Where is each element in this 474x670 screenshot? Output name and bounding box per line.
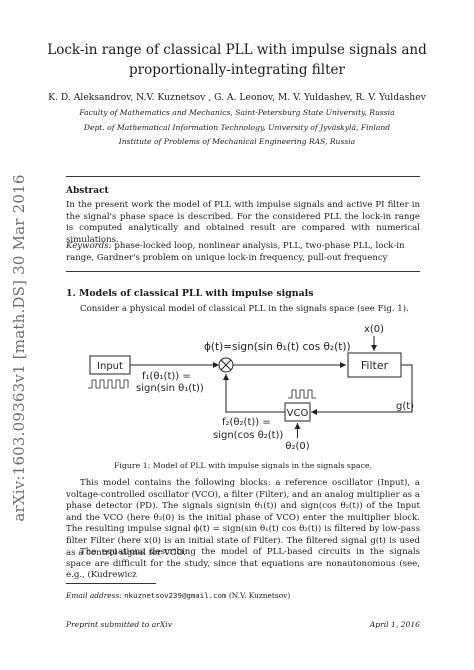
pll-block-diagram: Input ϕ(t)=sign(sin θ₁(t) cos θ₂(t)) Fil…	[88, 324, 414, 452]
author-list: K. D. Aleksandrov, N.V. Kuznetsov , G. A…	[48, 92, 426, 103]
footer-right: April 1, 2016	[369, 620, 420, 629]
footnote-email[interactable]: nkuznetsov239@gmail.com	[124, 591, 227, 600]
keywords-text: phase-locked loop, nonlinear analysis, P…	[66, 241, 405, 263]
footer-left: Preprint submitted to arXiv	[66, 620, 172, 629]
abstract-top-rule	[66, 176, 420, 177]
keywords: Keywords: phase-locked loop, nonlinear a…	[66, 241, 420, 264]
footnote: Email address: nkuznetsov239@gmail.com (…	[66, 591, 290, 600]
theta20-label: θ₂(0)	[285, 441, 309, 452]
input-wave-icon	[88, 379, 129, 389]
phi-label: ϕ(t)=sign(sin θ₁(t) cos θ₂(t))	[204, 341, 351, 353]
vco-to-pd-arrow	[223, 374, 285, 413]
title-line-2: proportionally-integrating filter	[128, 62, 345, 78]
affiliation-3: Institute of Problems of Mechanical Engi…	[118, 137, 356, 146]
filter-to-vco-arrow	[311, 364, 413, 415]
multiplier-cross-b	[220, 359, 232, 371]
title-line-1: Lock-in range of classical PLL with impu…	[47, 42, 427, 58]
vco-label: VCO	[287, 408, 309, 419]
abstract-bottom-rule	[66, 271, 420, 272]
section-heading: 1. Models of classical PLL with impulse …	[66, 288, 314, 299]
footnote-rule	[66, 583, 156, 584]
section-intro: Consider a physical model of classical P…	[80, 304, 409, 314]
f2-label-line1: f₂(θ₂(t)) =	[222, 417, 271, 428]
gt-label: g(t)	[396, 401, 414, 412]
arxiv-sidebar: arXiv:1603.09363v1 [math.DS] 30 Mar 2016	[4, 174, 34, 521]
abstract-text: In the present work the model of PLL wit…	[66, 200, 420, 245]
vco-wave-icon	[288, 389, 316, 399]
f1-label-line2: sign(sin θ₁(t))	[136, 383, 204, 394]
body-paragraph-2: The equations describing the model of PL…	[66, 547, 420, 581]
input-label: Input	[97, 361, 123, 372]
body-paragraph-1: This model contains the following blocks…	[66, 478, 420, 558]
footnote-owner: (N.V. Kuznetsov)	[228, 591, 291, 600]
f2-label-line2: sign(cos θ₂(t))	[213, 430, 283, 441]
x0-label: x(0)	[364, 324, 384, 335]
affiliation-2: Dept. of Mathematical Information Techno…	[83, 123, 391, 132]
footnote-label: Email address:	[66, 591, 122, 600]
keywords-label: Keywords:	[66, 241, 112, 251]
arxiv-id: arXiv:1603.09363v1 [math.DS] 30 Mar 2016	[10, 173, 28, 522]
filter-label: Filter	[361, 359, 389, 372]
figure-caption: Figure 1: Model of PLL with impulse sign…	[113, 461, 373, 470]
paper-title: Lock-in range of classical PLL with impu…	[40, 40, 434, 80]
affiliation-1: Faculty of Mathematics and Mechanics, Sa…	[79, 108, 395, 117]
abstract-heading: Abstract	[66, 186, 109, 196]
f1-label-line1: f₁(θ₁(t)) =	[142, 371, 191, 382]
